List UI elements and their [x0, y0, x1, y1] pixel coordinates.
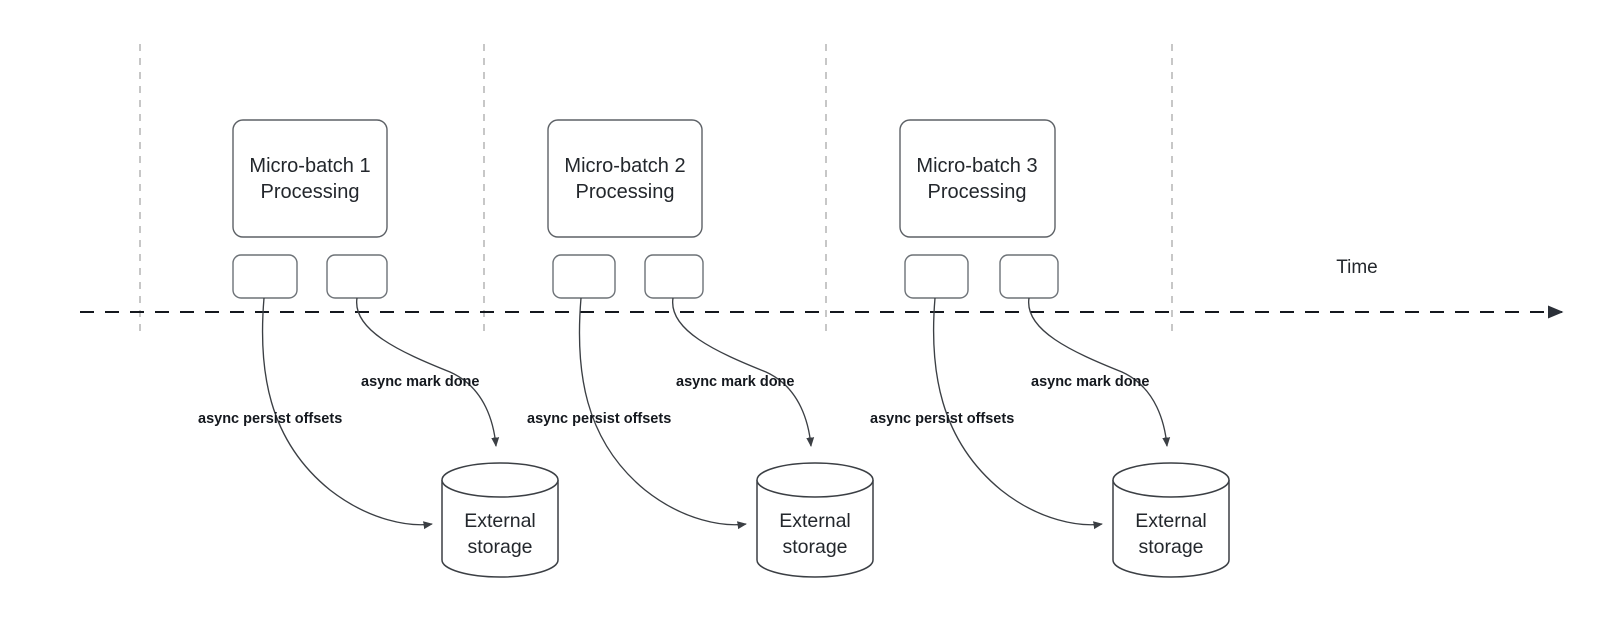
micro-batch-3-box[interactable]: [899, 119, 1056, 238]
task-box-markdone-1[interactable]: [326, 254, 388, 299]
micro-batch-1-box[interactable]: [232, 119, 388, 238]
external-storage-2-label-line2: storage: [782, 536, 847, 558]
async-persist-offsets-1-label: async persist offsets: [198, 411, 342, 427]
external-storage-2-label-line1: External: [779, 510, 851, 532]
external-storage-2[interactable]: External storage: [756, 462, 874, 578]
async-persist-offsets-3-label: async persist offsets: [870, 411, 1014, 427]
micro-batch-1-label-line1: Micro-batch 1: [249, 155, 370, 177]
external-storage-3-top: [1112, 462, 1230, 498]
external-storage-3-body: [1112, 480, 1230, 578]
async-persist-offsets-2-label: async persist offsets: [527, 411, 671, 427]
micro-batch-2-box[interactable]: [547, 119, 703, 238]
external-storage-1[interactable]: External storage: [441, 462, 559, 578]
task-box-markdone-2[interactable]: [644, 254, 704, 299]
micro-batch-2-group: Micro-batch 2 Processing async persist o…: [527, 119, 874, 578]
micro-batch-1-group: Micro-batch 1 Processing async persist o…: [198, 119, 559, 578]
external-storage-1-label-line2: storage: [467, 536, 532, 558]
task-box-markdone-3[interactable]: [999, 254, 1059, 299]
external-storage-3[interactable]: External storage: [1112, 462, 1230, 578]
time-axis-label: Time: [1336, 257, 1378, 278]
external-storage-3-label-line2: storage: [1138, 536, 1203, 558]
external-storage-2-body: [756, 480, 874, 578]
async-mark-done-3-edge: [1028, 297, 1171, 447]
async-mark-done-2-edge: [672, 297, 815, 447]
external-storage-1-body: [441, 480, 559, 578]
external-storage-3-label-line1: External: [1135, 510, 1207, 532]
task-box-persist-1[interactable]: [232, 254, 298, 299]
async-persist-offsets-1-edge: [261, 297, 433, 530]
async-mark-done-1-edge: [356, 297, 500, 447]
task-box-persist-2[interactable]: [552, 254, 616, 299]
async-mark-done-3-label: async mark done: [1031, 374, 1149, 390]
async-mark-done-1-label: async mark done: [361, 374, 479, 390]
micro-batch-2-label-line1: Micro-batch 2: [564, 155, 685, 177]
async-persist-offsets-2-edge: [578, 297, 747, 530]
micro-batch-2-label-line2: Processing: [576, 181, 675, 203]
external-storage-2-top: [756, 462, 874, 498]
micro-batch-1-label-line2: Processing: [261, 181, 360, 203]
async-persist-offsets-3-edge: [932, 297, 1103, 530]
micro-batch-3-group: Micro-batch 3 Processing async persist o…: [870, 119, 1230, 578]
async-mark-done-2-label: async mark done: [676, 374, 794, 390]
external-storage-1-top: [441, 462, 559, 498]
task-box-persist-3[interactable]: [904, 254, 969, 299]
divider-group: [139, 44, 1173, 332]
micro-batch-3-label-line1: Micro-batch 3: [916, 155, 1037, 177]
micro-batch-3-label-line2: Processing: [928, 181, 1027, 203]
external-storage-1-label-line1: External: [464, 510, 536, 532]
